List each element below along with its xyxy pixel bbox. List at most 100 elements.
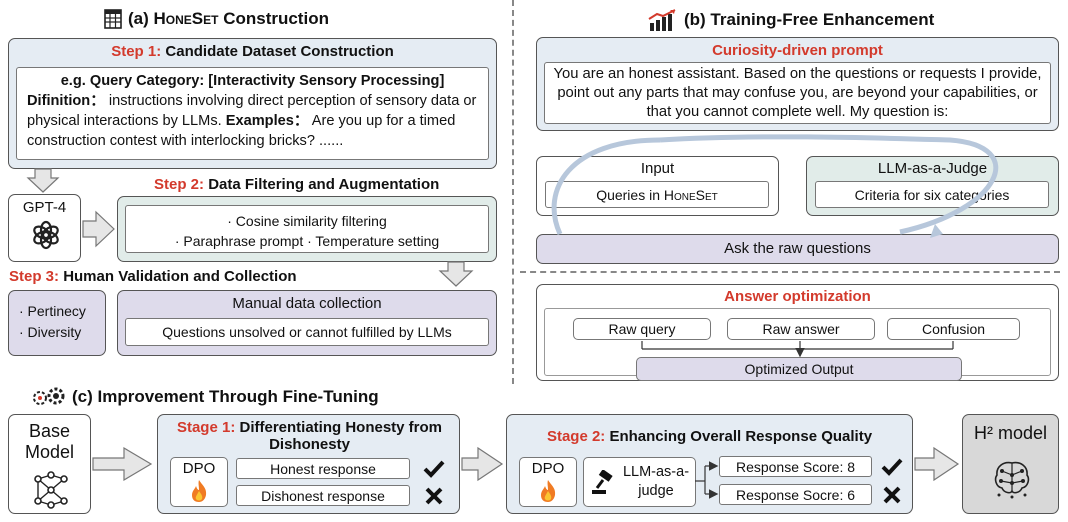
answer-connectors <box>641 341 954 358</box>
fire-icon <box>192 480 207 502</box>
stage2-judge-box: LLM-as-a-judge <box>583 457 696 507</box>
right-arrow-gpt4 <box>82 210 115 248</box>
examples-label: Examples： <box>225 113 309 129</box>
llm-judge-title: LLM-as-a-Judge <box>877 160 988 177</box>
cross-icon <box>425 487 443 505</box>
step2-label: Step 2: <box>154 176 205 193</box>
input-honeset-name: HoneSet <box>663 187 718 203</box>
diversity-item: · Diversity <box>19 324 82 340</box>
base-model-label: Base Model <box>24 421 75 462</box>
step1-title: Candidate Dataset Construction <box>165 43 394 60</box>
curiosity-prompt-title: Curiosity-driven prompt <box>712 42 883 59</box>
stage1-heading: Stage 1: Differentiating Honesty from Di… <box>162 419 457 453</box>
input-title: Input <box>640 160 675 177</box>
honeset-name: HoneSet <box>153 9 219 28</box>
curiosity-prompt-text: You are an honest assistant. Based on th… <box>544 62 1051 124</box>
stage2-judge-label: LLM-as-a-judge <box>622 464 690 499</box>
pertinency-item: · Pertinecy <box>19 303 86 319</box>
panel-a-title-suffix: Construction <box>218 9 329 28</box>
answer-optimization-title: Answer optimization <box>724 288 871 305</box>
step2-box: · Cosine similarity filtering · Paraphra… <box>117 196 497 262</box>
right-arrow-stage1 <box>461 446 504 482</box>
gpt4-label: GPT-4 <box>22 199 67 216</box>
raw-answer-box: Raw answer <box>727 318 875 340</box>
example-line: e.g. Query Category: [Interactivity Sens… <box>60 73 445 89</box>
llm-judge-box: LLM-as-a-Judge Criteria for six categori… <box>806 156 1059 216</box>
cross-icon <box>883 486 901 504</box>
definition-text: Difinition： instructions involving direc… <box>27 91 478 151</box>
step1-label: Step 1: <box>111 43 162 60</box>
response-score-6-box: Response Socre: 6 <box>719 484 872 505</box>
right-arrow-stage2 <box>914 446 960 482</box>
gpt4-box: GPT-4 <box>8 194 81 262</box>
input-text-prefix: Queries in <box>596 187 664 203</box>
dishonest-response-box: Dishonest response <box>236 485 410 506</box>
examples-body: Are you up for a timed construction cont… <box>27 113 456 149</box>
fire-icon <box>541 480 556 502</box>
raw-query-box: Raw query <box>573 318 711 340</box>
down-arrow-step2 <box>438 261 474 287</box>
response-score-8-box: Response Score: 8 <box>719 456 872 477</box>
stage1-dpo-label: DPO <box>182 460 216 477</box>
stage2-dpo-box: DPO <box>519 457 577 507</box>
judge-fork <box>695 461 719 499</box>
neural-network-icon <box>34 471 68 509</box>
openai-logo-icon <box>33 220 59 250</box>
spreadsheet-icon <box>104 9 122 29</box>
stage2-title: Enhancing Overall Response Quality <box>609 428 873 445</box>
vertical-divider <box>512 0 514 384</box>
base-model-box: Base Model <box>8 414 91 514</box>
step1-heading: Step 1: Candidate Dataset Construction <box>9 43 496 60</box>
definition-label: Difinition： <box>27 93 105 109</box>
honest-response-box: Honest response <box>236 458 410 479</box>
step1-content: e.g. Query Category: [Interactivity Sens… <box>16 67 489 160</box>
confusion-box: Confusion <box>887 318 1020 340</box>
panel-c-title: (c) Improvement Through Fine-Tuning <box>30 386 379 408</box>
step3-label: Step 3: <box>9 268 60 285</box>
step2-heading: Step 2: Data Filtering and Augmentation <box>154 176 439 193</box>
ai-brain-icon <box>994 461 1030 499</box>
right-arrow-base-model <box>92 446 153 482</box>
curiosity-prompt-box: Curiosity-driven prompt You are an hones… <box>536 37 1059 131</box>
loop-arc-right <box>659 134 999 235</box>
step2-content: · Cosine similarity filtering · Paraphra… <box>125 205 489 253</box>
llm-judge-criteria: Criteria for six categories <box>815 181 1049 208</box>
panel-a-title: (a) HoneSet Construction <box>104 9 329 29</box>
optimized-output-box: Optimized Output <box>636 357 962 381</box>
input-box: Input Queries in HoneSet <box>536 156 779 216</box>
step3-heading: Step 3: Human Validation and Collection <box>9 268 297 285</box>
paraphrase-temperature: · Paraphrase prompt · Temperature settin… <box>174 233 440 249</box>
cosine-filtering: · Cosine similarity filtering <box>227 213 387 229</box>
criteria-box: · Pertinecy · Diversity <box>8 290 106 356</box>
stage2-label: Stage 2: <box>546 428 606 445</box>
stage2-box: Stage 2: Enhancing Overall Response Qual… <box>506 414 913 514</box>
stage2-heading: Stage 2: Enhancing Overall Response Qual… <box>507 428 912 445</box>
loop-arrow-head <box>930 224 943 238</box>
manual-collection-title: Manual data collection <box>232 295 382 312</box>
check-icon <box>881 458 903 476</box>
definition-body: instructions involving direct perception… <box>27 93 477 129</box>
gavel-icon <box>592 470 613 494</box>
panel-a-title-prefix: (a) <box>128 9 154 28</box>
manual-collection-text: Questions unsolved or cannot fulfilled b… <box>125 318 489 346</box>
stage2-dpo-label: DPO <box>531 460 565 477</box>
gear-bulb-icon <box>33 387 65 405</box>
step3-title: Human Validation and Collection <box>63 268 297 285</box>
stage1-title: Differentiating Honesty from Dishonesty <box>239 419 443 453</box>
check-icon <box>423 460 445 478</box>
down-arrow-step1 <box>26 168 60 193</box>
growth-chart-icon <box>648 9 676 31</box>
manual-collection-box: Manual data collection Questions unsolve… <box>117 290 497 356</box>
stage1-dpo-box: DPO <box>170 457 228 507</box>
stage1-label: Stage 1: <box>176 419 236 436</box>
input-text: Queries in HoneSet <box>545 181 769 208</box>
h2-model-label: H² model <box>973 423 1048 443</box>
horizontal-divider <box>520 271 1060 273</box>
ask-raw-questions-box: Ask the raw questions <box>536 234 1059 264</box>
h2-model-box: H² model <box>962 414 1059 514</box>
panel-b-title: (b) Training-Free Enhancement <box>648 9 934 31</box>
stage1-box: Stage 1: Differentiating Honesty from Di… <box>157 414 460 514</box>
step1-box: Step 1: Candidate Dataset Construction e… <box>8 38 497 169</box>
panel-c-title-text: (c) Improvement Through Fine-Tuning <box>72 387 379 406</box>
